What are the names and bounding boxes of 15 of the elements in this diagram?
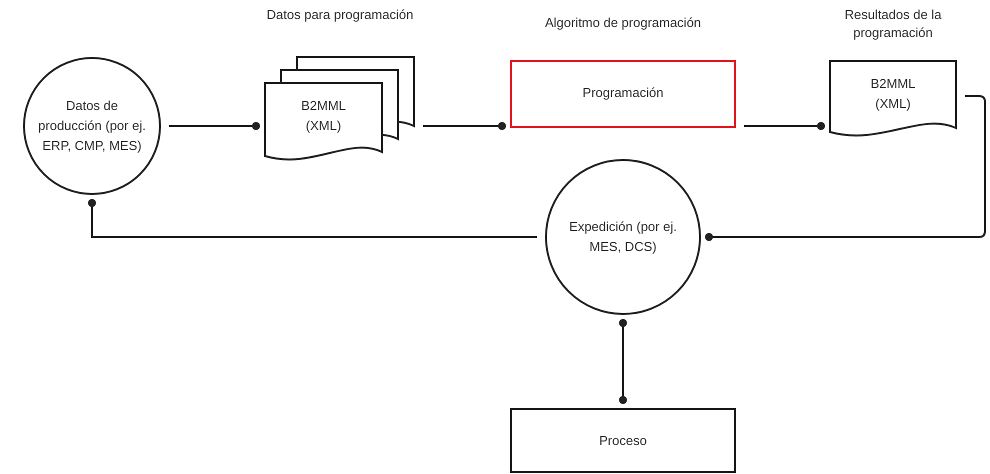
node-heading: Resultados de la programación: [844, 6, 942, 42]
connector-line: [423, 122, 506, 130]
node-heading: Datos para programación: [266, 6, 414, 24]
node-label: Expedición (por ej. MES, DCS): [568, 218, 678, 256]
connector-line: [744, 122, 825, 130]
node-heading: Algoritmo de programación: [544, 14, 702, 32]
node-label: Proceso: [599, 432, 647, 450]
node-label: Datos de producción (por ej. ERP, CMP, MES): [37, 97, 147, 155]
connector-line: [169, 122, 260, 130]
connector-line: [705, 95, 986, 241]
node-label: B2MML (XML): [300, 97, 347, 135]
connector-line: [619, 319, 627, 404]
connector-line: [88, 199, 537, 238]
node-label: B2MML (XML): [870, 75, 916, 113]
node-label: Programación: [582, 84, 664, 102]
